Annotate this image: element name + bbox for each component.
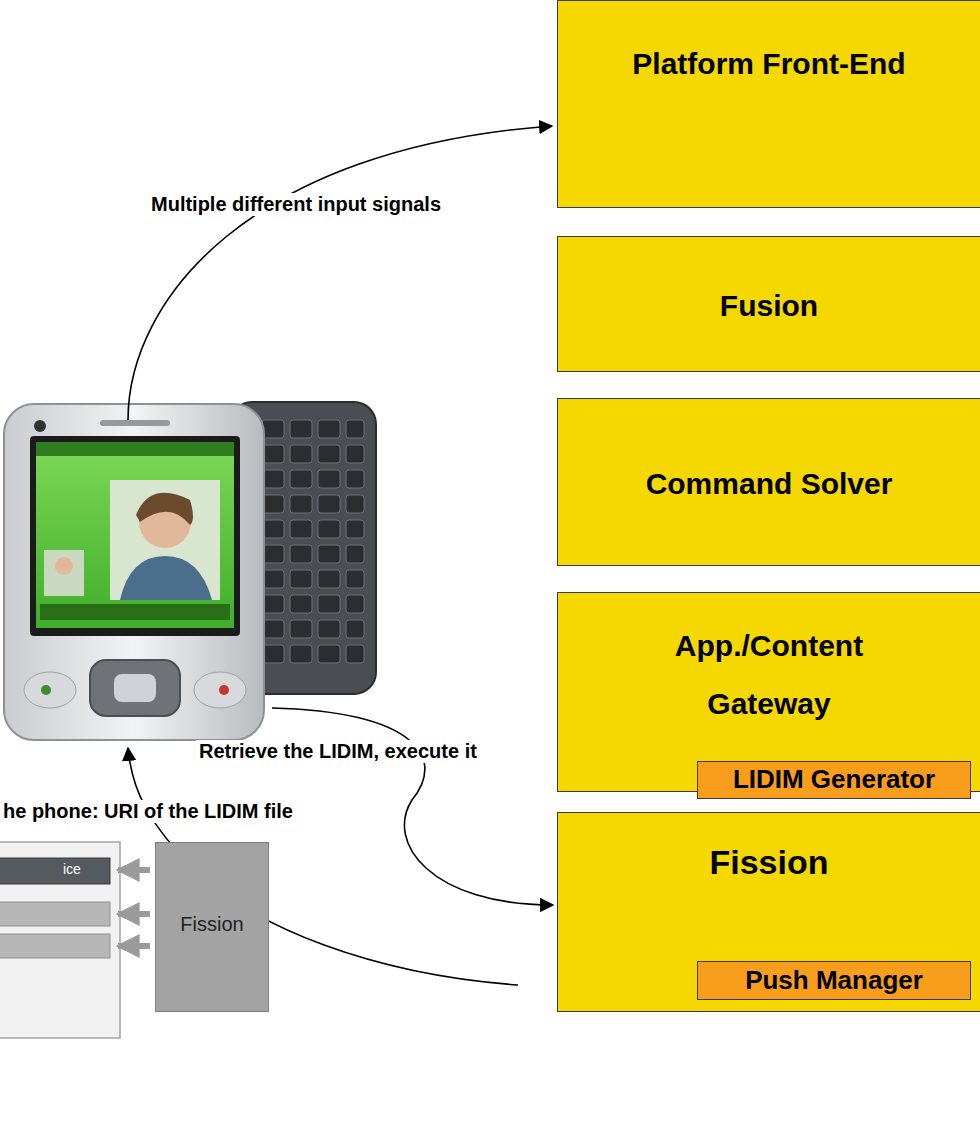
box-title: Platform Front-End — [558, 45, 980, 83]
box-title: Push Manager — [698, 965, 970, 996]
box-title: LIDIM Generator — [698, 764, 970, 795]
inner-module-box: LIDIM Generator — [697, 761, 971, 799]
fission-illustration — [0, 842, 150, 1038]
inner-module-box: Push Manager — [697, 961, 971, 1000]
module-box: Fission — [155, 842, 269, 1012]
box-title: Fission — [156, 911, 268, 937]
signal-label: he phone: URI of the LIDIM file — [0, 800, 296, 823]
box-title: App./Content Gateway — [648, 617, 890, 733]
module-box: Fusion — [557, 236, 980, 372]
service-label: ice — [60, 861, 84, 877]
input-arrow — [128, 126, 552, 420]
box-title: Fusion — [558, 287, 980, 325]
phone-illustration — [4, 402, 376, 740]
retrieve-arrow — [272, 708, 553, 905]
signal-label: Multiple different input signals — [148, 193, 444, 216]
box-title: Command Solver — [558, 465, 980, 503]
module-box: Command Solver — [557, 398, 980, 566]
module-box: App./Content GatewayLIDIM Generator — [557, 592, 980, 792]
module-box: Platform Front-End — [557, 0, 980, 208]
module-box: FissionPush Manager — [557, 812, 980, 1012]
box-title: Fission — [558, 841, 980, 883]
signal-label: Retrieve the LIDIM, execute it — [196, 740, 480, 763]
